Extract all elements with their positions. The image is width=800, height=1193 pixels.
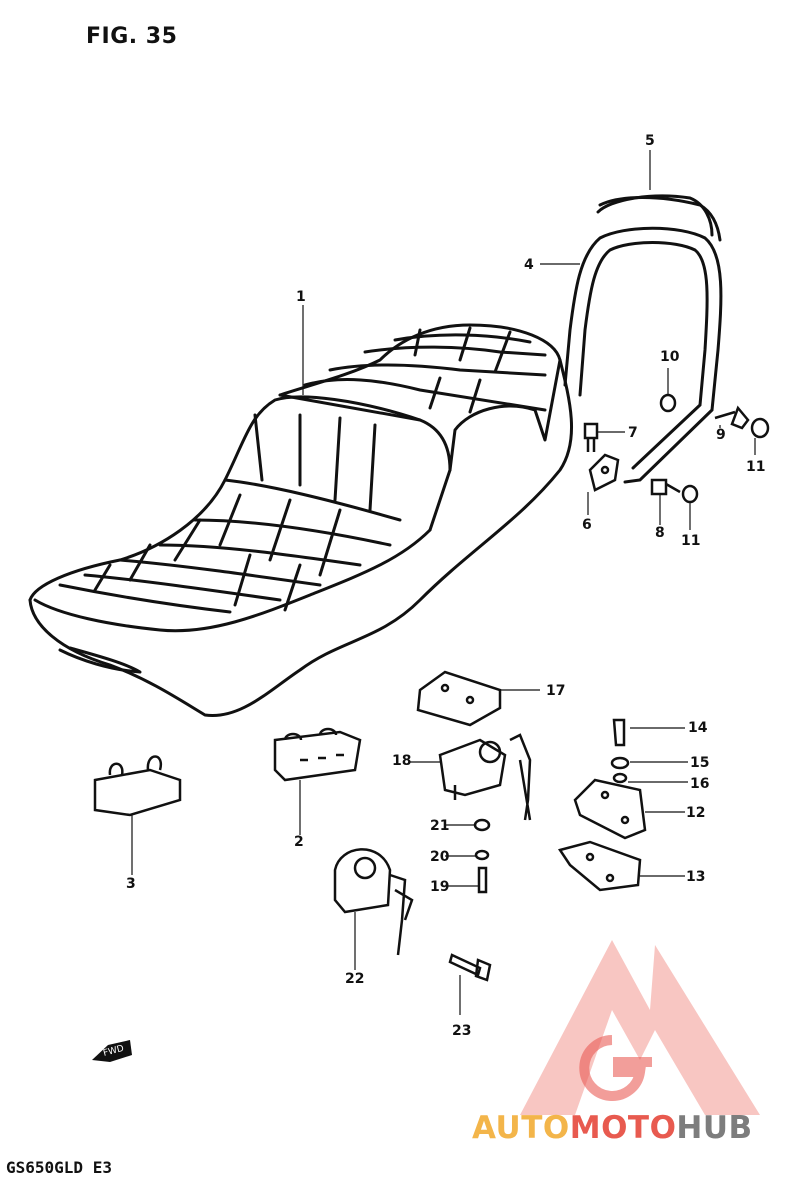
callout-23: 23 <box>452 1023 472 1039</box>
fasteners-19-21 <box>473 818 491 894</box>
rubber-cushion-2 <box>273 727 362 782</box>
watermark-auto: AUTO <box>472 1110 570 1146</box>
callout-14: 14 <box>688 720 708 736</box>
callout-6: 6 <box>582 517 592 533</box>
callout-19: 19 <box>430 879 450 895</box>
callout-17: 17 <box>546 683 566 699</box>
fwd-arrow-icon: FWD <box>92 1040 132 1062</box>
callout-12: 12 <box>686 805 706 821</box>
leader-lines <box>131 150 756 1015</box>
seat-lock-18 <box>438 733 532 821</box>
watermark-moto: MOTO <box>569 1110 677 1146</box>
seat <box>28 323 573 718</box>
callout-22: 22 <box>345 971 365 987</box>
callout-8: 8 <box>655 525 665 541</box>
callout-11a: 11 <box>746 459 766 475</box>
callout-4: 4 <box>524 257 534 273</box>
model-code: GS650GLD E3 <box>6 1158 112 1177</box>
grab-rail <box>563 194 723 484</box>
callout-18: 18 <box>392 753 412 769</box>
small-hardware <box>583 393 770 504</box>
callout-20: 20 <box>430 849 450 865</box>
figure-title: FIG. 35 <box>86 24 178 49</box>
watermark-text: AUTOMOTOHUB <box>472 1110 753 1146</box>
callout-11b: 11 <box>681 533 701 549</box>
callout-5: 5 <box>645 133 655 149</box>
rubber-block-3 <box>93 755 182 817</box>
callout-9: 9 <box>716 427 726 443</box>
callout-13: 13 <box>686 869 706 885</box>
callout-3: 3 <box>126 876 136 892</box>
bolt-23 <box>448 953 492 982</box>
callout-16: 16 <box>690 776 710 792</box>
callout-15: 15 <box>690 755 710 771</box>
bracket-17 <box>416 670 502 727</box>
watermark-logo <box>520 940 760 1115</box>
callout-2: 2 <box>294 834 304 850</box>
bracket-12-13 <box>557 718 647 892</box>
watermark-hub: HUB <box>676 1110 753 1146</box>
lock-22 <box>333 848 414 956</box>
callout-10: 10 <box>660 349 680 365</box>
callout-7: 7 <box>628 425 638 441</box>
callout-1: 1 <box>296 289 306 305</box>
callout-21: 21 <box>430 818 450 834</box>
